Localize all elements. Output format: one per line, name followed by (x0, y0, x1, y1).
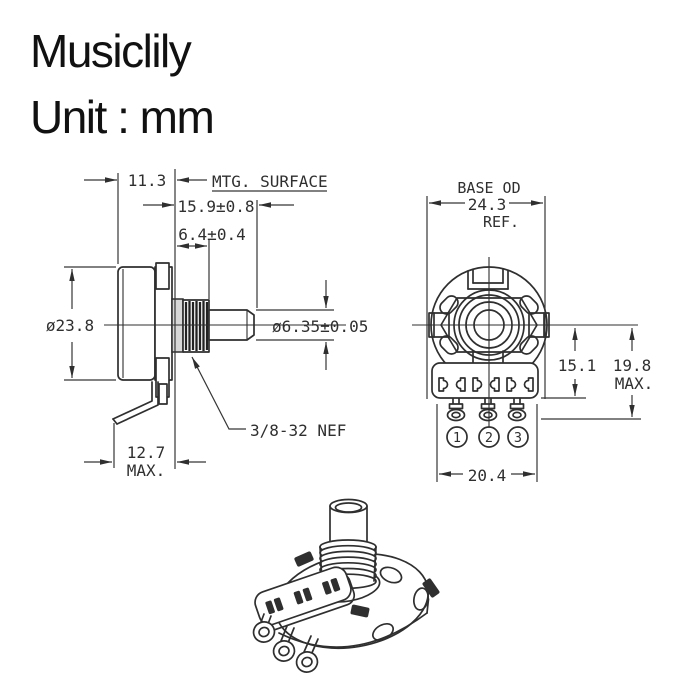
dim-center-to-lug-end: 19.8 MAX. (541, 328, 654, 420)
mtg-surface-label: MTG. SURFACE (212, 172, 328, 191)
dim-center-to-bracket: 15.1 (541, 328, 597, 399)
terminal-cavities (438, 377, 534, 392)
isometric-view-drawing (252, 498, 440, 673)
iso-rim-claws (294, 551, 440, 618)
dim-lug-depth-qualifier: MAX. (127, 461, 166, 480)
scallop-cutouts (439, 295, 539, 355)
base-od-label: BASE OD (457, 179, 520, 197)
terminal-block (431, 362, 539, 399)
dim-bushing-shaft-length: 15.9±0.8 (143, 197, 294, 308)
terminal-3-label: 3 (514, 430, 522, 446)
dim-center-to-lug-end-qualifier: MAX. (615, 374, 654, 393)
dim-center-to-bracket-label: 15.1 (558, 356, 597, 375)
dim-shaft-diameter: ø6.35±0.05 (256, 280, 368, 370)
dim-body-depth-label: 11.3 (128, 171, 167, 190)
plate-top-tab (155, 262, 170, 290)
dim-base-od: BASE OD 24.3 REF. (426, 179, 546, 399)
iso-body-bottom-edge (278, 612, 428, 648)
dim-bushing-length: 6.4±0.4 (177, 225, 246, 299)
iso-terminal-marks (265, 578, 341, 615)
mtg-surface-callout: MTG. SURFACE (212, 172, 328, 192)
dim-lug-span: 20.4 (436, 404, 538, 485)
thread-spec-label: 3/8-32 NEF (250, 421, 346, 440)
iso-shaft (329, 498, 368, 547)
thread-spec-callout: 3/8-32 NEF (191, 356, 346, 440)
dim-lug-depth: 12.7 MAX. (84, 423, 206, 480)
top-channel (467, 268, 509, 290)
dim-bushing-length-label: 6.4±0.4 (178, 225, 245, 244)
base-od-qualifier: REF. (483, 213, 519, 231)
brand-text: Musiclily (30, 25, 192, 77)
dim-bushing-shaft-length-label: 15.9±0.8 (177, 197, 254, 216)
dim-body-diameter-label: ø23.8 (46, 316, 94, 335)
front-lugs (446, 398, 527, 422)
side-view-drawing: 11.3 MTG. SURFACE 15.9±0.8 6.4±0.4 (46, 169, 368, 480)
dim-lug-depth-label: 12.7 (127, 443, 166, 462)
base-od-value: 24.3 (468, 195, 507, 214)
front-view-drawing: 1 2 3 BASE OD 24.3 REF. 15.1 (412, 179, 653, 485)
dim-lug-span-label: 20.4 (468, 466, 507, 485)
iso-lugs (252, 613, 319, 673)
iso-terminal-strip (254, 566, 356, 631)
terminal-numbers: 1 2 3 (446, 426, 529, 448)
dim-body-diameter: ø23.8 (46, 266, 116, 381)
dim-center-to-lug-end-label: 19.8 (613, 356, 652, 375)
terminal-1-label: 1 (453, 430, 461, 446)
pot-body-side (117, 266, 156, 381)
dim-shaft-diameter-label: ø6.35±0.05 (272, 317, 368, 336)
threaded-bushing-side (182, 299, 210, 353)
unit-label: Unit : mm (30, 91, 215, 143)
dim-body-depth: 11.3 (84, 171, 207, 264)
terminal-2-label: 2 (485, 430, 493, 446)
solder-lug-side (112, 381, 159, 425)
